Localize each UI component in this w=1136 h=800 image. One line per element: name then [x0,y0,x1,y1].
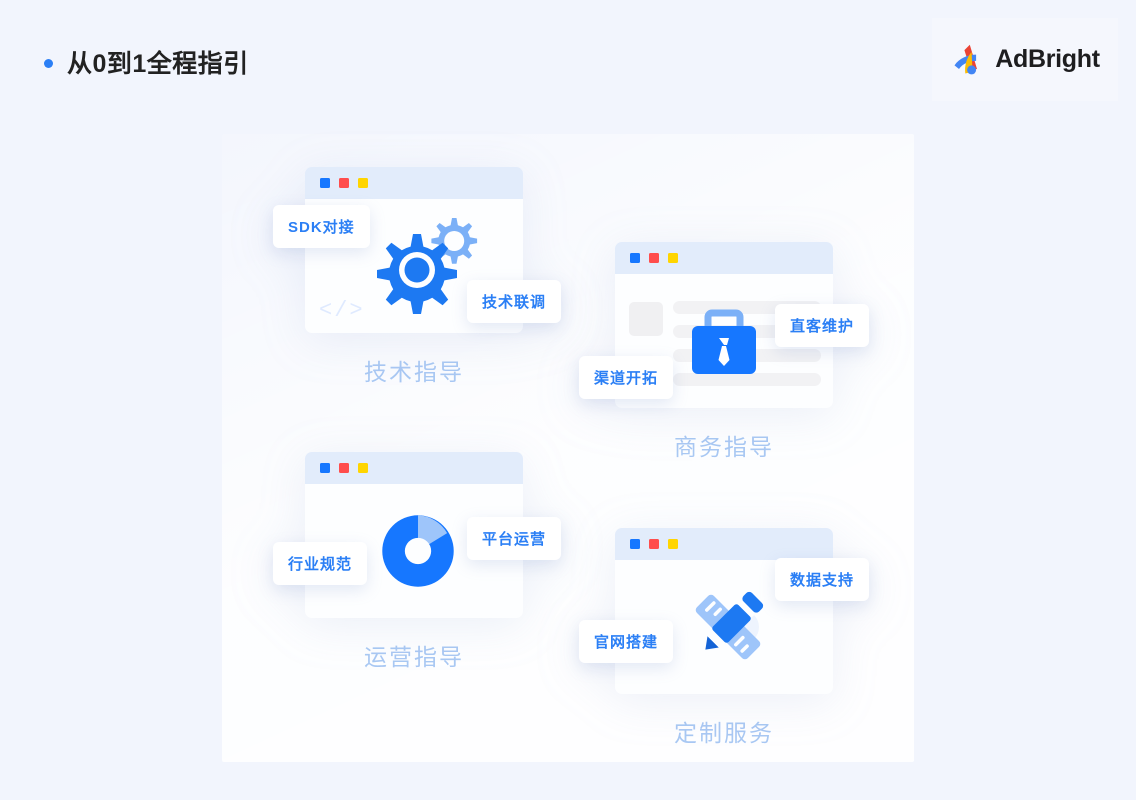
window-dot-red-icon [339,178,349,188]
tag-platform-operations[interactable]: 平台运营 [467,517,562,560]
gears-icon [377,218,478,314]
window-dot-red-icon [649,539,659,549]
tag-industry-standards[interactable]: 行业规范 [273,542,368,585]
briefcase-tie-icon [692,309,756,374]
tag-data-support[interactable]: 数据支持 [775,558,870,601]
card-caption-tech: 技术指导 [364,359,464,385]
code-brackets-icon: </> [319,298,365,323]
card-ops[interactable]: 行业规范 平台运营 运营指导 [273,452,562,672]
tag-website-building[interactable]: 官网搭建 [579,620,674,663]
window-chrome [615,242,833,274]
placeholder-thumbnail [629,302,663,336]
card-custom[interactable]: 官网搭建 数据支持 定制服务 [579,528,870,748]
card-business[interactable]: 渠道开拓 直客维护 商务指导 [579,242,870,462]
pencil-ruler-icon [696,591,764,660]
card-caption-business: 商务指导 [674,434,774,460]
adbright-logo-icon [954,44,978,74]
window-dot-yellow-icon [358,178,368,188]
brand-logo: AdBright [932,18,1118,101]
window-dot-blue-icon [320,463,330,473]
placeholder-row [673,373,821,386]
window-dot-yellow-icon [668,539,678,549]
tag-direct-client-service[interactable]: 直客维护 [775,304,870,347]
window-dot-yellow-icon [358,463,368,473]
card-caption-ops: 运营指导 [364,644,464,670]
browser-window-business: 渠道开拓 直客维护 [579,242,870,408]
tag-channel-expansion[interactable]: 渠道开拓 [579,356,674,399]
tag-sdk-integration[interactable]: SDK对接 [273,205,370,248]
browser-window-tech: </> SDK对接 技术联调 [273,167,562,333]
bullet-dot-icon [44,58,53,68]
browser-window-ops: 行业规范 平台运营 [273,452,562,618]
window-dot-blue-icon [630,253,640,263]
window-dot-blue-icon [320,178,330,188]
card-caption-custom: 定制服务 [674,720,774,746]
window-dot-red-icon [649,253,659,263]
window-chrome [305,452,523,484]
window-chrome [305,167,523,199]
card-tech[interactable]: </> SDK对接 技术联调 技术指导 [273,167,562,387]
donut-chart-icon [382,515,455,587]
brand-name: AdBright [995,45,1100,73]
window-dot-red-icon [339,463,349,473]
window-dot-yellow-icon [668,253,678,263]
page-header: 从0到1全程指引 [44,44,249,80]
tag-tech-debug[interactable]: 技术联调 [467,280,562,323]
browser-window-custom: 官网搭建 数据支持 [579,528,870,694]
window-dot-blue-icon [630,539,640,549]
page-title: 从0到1全程指引 [67,50,249,78]
window-chrome [615,528,833,560]
